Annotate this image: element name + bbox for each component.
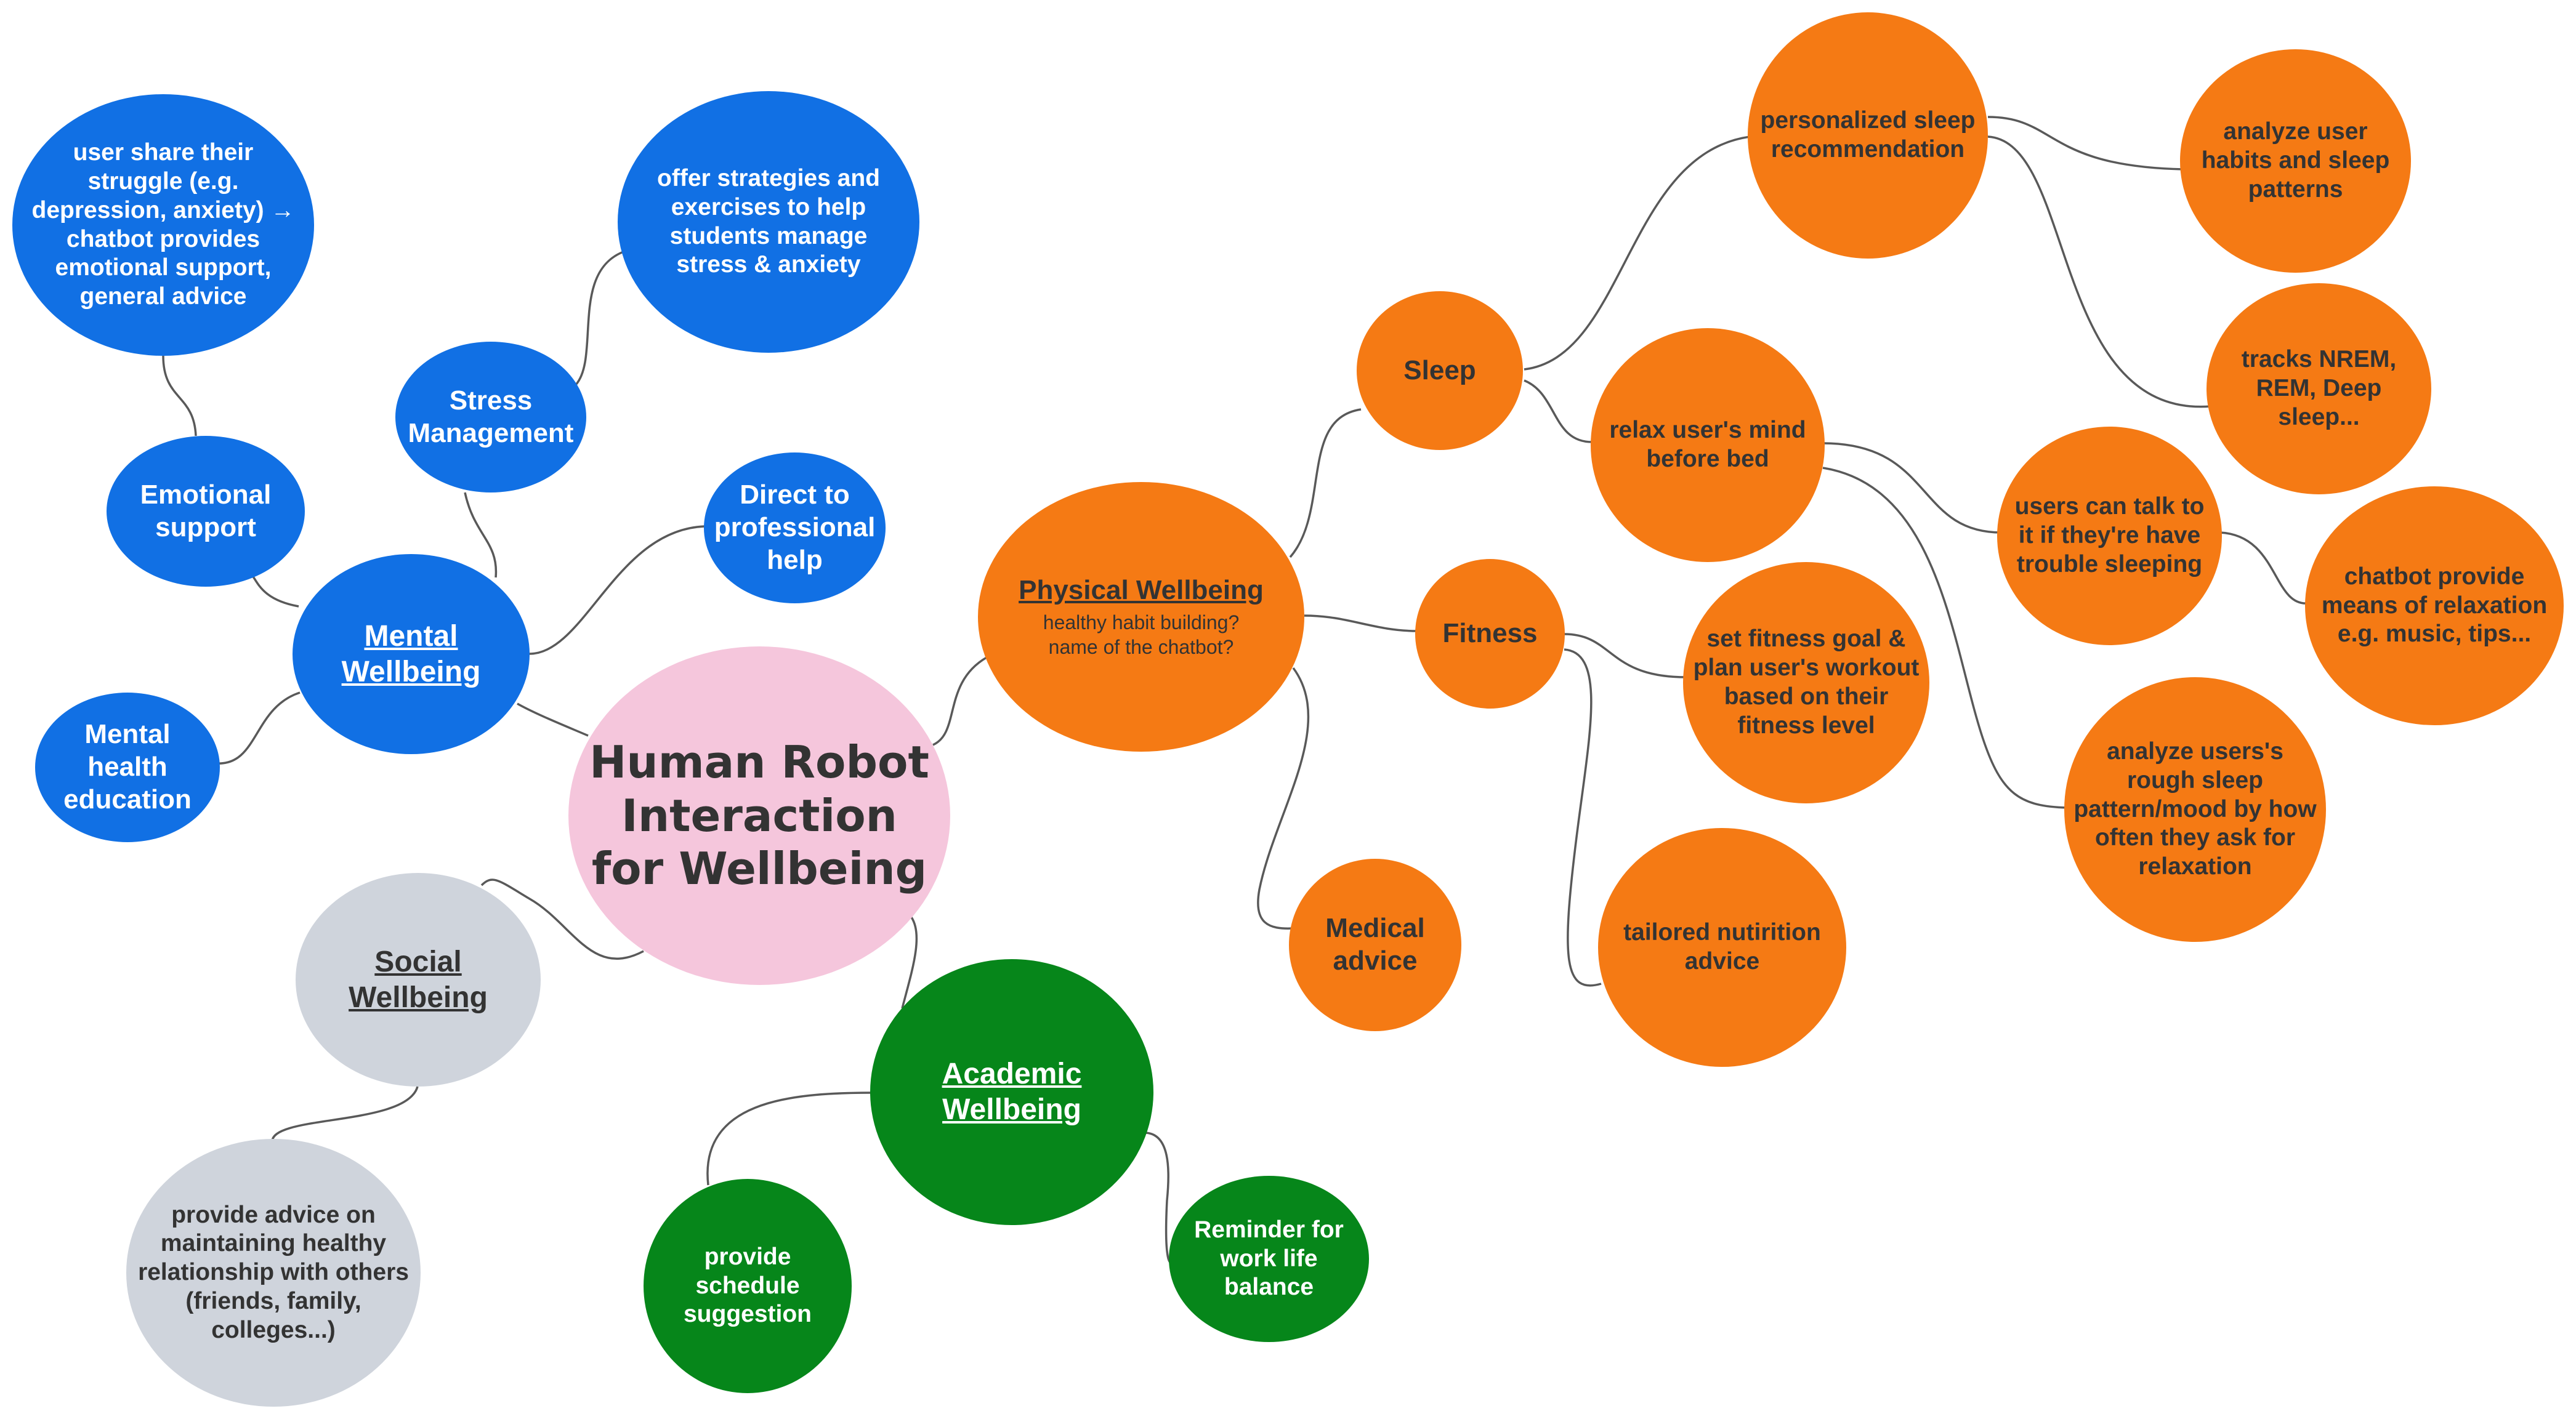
- relax-mind-label: relax user's mind before bed: [1609, 417, 1806, 472]
- emotional-support-label: Emotional support: [140, 479, 272, 542]
- link-physical-fitness: [1304, 614, 1418, 632]
- physical-wellbeing-node[interactable]: Physical Wellbeing healthy habit buildin…: [978, 482, 1304, 752]
- academic-wellbeing-label: Academic Wellbeing: [942, 1058, 1082, 1126]
- link-academic-schedule: [706, 1091, 872, 1186]
- mental-health-education-label: Mental health education: [63, 719, 192, 814]
- link-personalized-tracks: [1987, 135, 2211, 408]
- personalized-sleep-node[interactable]: personalized sleep recommendation: [1748, 12, 1988, 259]
- schedule-suggestion-node[interactable]: provide schedule suggestion: [644, 1179, 852, 1393]
- mental-wellbeing-node[interactable]: Mental Wellbeing: [293, 554, 530, 754]
- link-center-physical: [932, 656, 987, 746]
- center-node[interactable]: Human Robot Interaction for Wellbeing: [568, 646, 950, 985]
- link-center-social: [480, 878, 644, 960]
- link-emotional-usershare: [162, 355, 197, 436]
- link-sleep-personalized: [1524, 135, 1751, 371]
- relax-mind-node[interactable]: relax user's mind before bed: [1591, 328, 1825, 562]
- sleep-label: Sleep: [1403, 355, 1476, 385]
- link-mental-education: [215, 691, 301, 765]
- social-wellbeing-label: Social Wellbeing: [349, 945, 488, 1014]
- fitness-goal-label: set fitness goal & plan user's workout b…: [1693, 625, 1920, 739]
- relationship-advice-node[interactable]: provide advice on maintaining healthy re…: [126, 1139, 421, 1407]
- physical-wellbeing-note: healthy habit building? name of the chat…: [1043, 611, 1240, 659]
- mental-health-education-node[interactable]: Mental health education: [35, 693, 220, 842]
- stress-management-label: Stress Management: [408, 385, 574, 448]
- link-stress-strategies: [575, 250, 626, 386]
- fitness-node[interactable]: Fitness: [1415, 559, 1565, 709]
- personalized-sleep-label: personalized sleep recommendation: [1760, 107, 1976, 163]
- link-center-mental: [517, 702, 589, 737]
- stress-strategies-node[interactable]: offer strategies and exercises to help s…: [618, 91, 919, 353]
- analyze-rough-sleep-node[interactable]: analyze users's rough sleep pattern/mood…: [2064, 677, 2326, 942]
- tracks-sleep-label: tracks NREM, REM, Deep sleep...: [2241, 346, 2397, 430]
- link-physical-sleep: [1289, 408, 1362, 558]
- link-relax-talk: [1822, 442, 2002, 534]
- relaxation-means-label: chatbot provide means of relaxation e.g.…: [2321, 563, 2548, 648]
- stress-management-node[interactable]: Stress Management: [395, 342, 586, 492]
- talk-trouble-sleeping-label: users can talk to it if they're have tro…: [2014, 493, 2205, 577]
- link-physical-medical: [1257, 667, 1310, 930]
- analyze-rough-sleep-label: analyze users's rough sleep pattern/mood…: [2073, 738, 2317, 880]
- center-label: Human Robot Interaction for Wellbeing: [589, 736, 929, 895]
- link-talk-relaxation: [2219, 531, 2309, 605]
- academic-wellbeing-node[interactable]: Academic Wellbeing: [870, 959, 1153, 1225]
- link-relax-analyzeRough: [1822, 467, 2068, 809]
- social-wellbeing-node[interactable]: Social Wellbeing: [296, 873, 541, 1087]
- physical-wellbeing-label: Physical Wellbeing: [1019, 574, 1264, 605]
- direct-to-professional-node[interactable]: Direct to professional help: [704, 452, 886, 603]
- link-mental-stress: [464, 492, 498, 578]
- fitness-label: Fitness: [1442, 618, 1538, 649]
- sleep-node[interactable]: Sleep: [1357, 291, 1523, 450]
- link-personalized-analyzeHabits: [1987, 116, 2184, 171]
- user-share-struggle-label: user share their struggle (e.g. depressi…: [31, 139, 295, 310]
- link-mental-emotional: [251, 575, 299, 608]
- medical-advice-node[interactable]: Medical advice: [1289, 859, 1461, 1031]
- direct-to-professional-label: Direct to professional help: [714, 480, 876, 575]
- talk-trouble-sleeping-node[interactable]: users can talk to it if they're have tro…: [1997, 427, 2222, 645]
- link-sleep-relax: [1524, 379, 1594, 443]
- link-center-academic: [901, 917, 918, 1009]
- link-mental-direct: [529, 525, 706, 655]
- nutrition-advice-node[interactable]: tailored nutirition advice: [1598, 828, 1846, 1067]
- link-fitness-nutrition: [1564, 648, 1602, 987]
- link-fitness-fitnessGoal: [1564, 633, 1687, 678]
- work-life-reminder-label: Reminder for work life balance: [1194, 1216, 1344, 1301]
- work-life-reminder-node[interactable]: Reminder for work life balance: [1169, 1176, 1369, 1342]
- tracks-sleep-node[interactable]: tracks NREM, REM, Deep sleep...: [2207, 283, 2431, 494]
- user-share-struggle-node[interactable]: user share their struggle (e.g. depressi…: [12, 94, 314, 356]
- schedule-suggestion-label: provide schedule suggestion: [683, 1243, 812, 1328]
- mental-wellbeing-label: Mental Wellbeing: [341, 619, 481, 688]
- relaxation-means-node[interactable]: chatbot provide means of relaxation e.g.…: [2305, 486, 2564, 725]
- stress-strategies-label: offer strategies and exercises to help s…: [657, 164, 880, 278]
- link-social-relationship: [271, 1086, 419, 1143]
- analyze-habits-node[interactable]: analyze user habits and sleep patterns: [2180, 49, 2411, 273]
- emotional-support-node[interactable]: Emotional support: [107, 436, 305, 587]
- relationship-advice-label: provide advice on maintaining healthy re…: [138, 1201, 409, 1343]
- medical-advice-label: Medical advice: [1325, 913, 1425, 976]
- fitness-goal-node[interactable]: set fitness goal & plan user's workout b…: [1683, 562, 1929, 803]
- analyze-habits-label: analyze user habits and sleep patterns: [2201, 118, 2390, 203]
- nutrition-advice-label: tailored nutirition advice: [1623, 919, 1821, 975]
